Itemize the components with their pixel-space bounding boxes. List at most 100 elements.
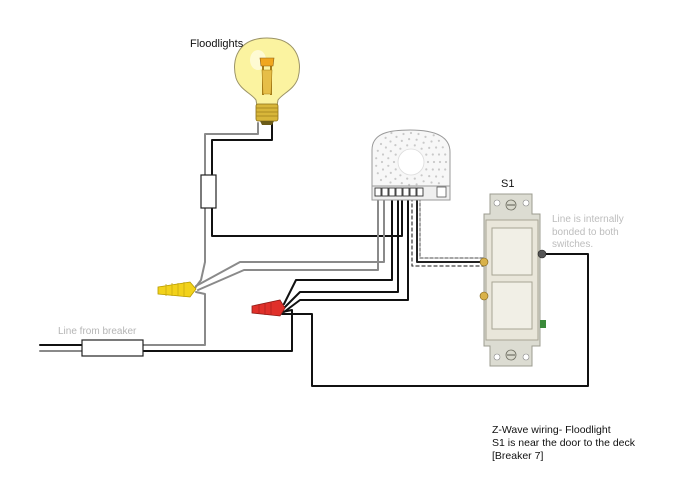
line-from-breaker-label: Line from breaker bbox=[58, 326, 137, 337]
vent-dot bbox=[422, 180, 425, 183]
wire-neutral-yellow-to-module bbox=[195, 197, 385, 287]
light-bulb bbox=[234, 37, 300, 125]
double-switch bbox=[479, 193, 547, 367]
vent-dot bbox=[409, 131, 413, 135]
vent-dot bbox=[387, 157, 390, 160]
wire-red-to-module-1 bbox=[283, 197, 393, 305]
vent-dot bbox=[389, 140, 392, 143]
vent-dot bbox=[431, 168, 434, 171]
wire-module-to-switch-dash bbox=[419, 197, 485, 259]
cable-sheath-bottom bbox=[81, 339, 144, 357]
vent-dot bbox=[425, 168, 428, 171]
vent-dot bbox=[420, 174, 423, 177]
vent-dot bbox=[420, 147, 423, 150]
vent-dot bbox=[422, 141, 425, 144]
wire-red-to-module-3 bbox=[283, 197, 409, 313]
vent-dot bbox=[413, 177, 416, 180]
vent-dot bbox=[394, 168, 397, 171]
wire-neutral-yellow-to-module-2 bbox=[197, 197, 379, 291]
vent-dot bbox=[415, 183, 418, 186]
diagram-notes: Z-Wave wiring- Floodlight S1 is near the… bbox=[492, 424, 635, 463]
red-wire-nut bbox=[251, 299, 286, 317]
vent-dot bbox=[430, 140, 433, 143]
vent-dot bbox=[390, 131, 393, 135]
vent-dot bbox=[444, 168, 447, 171]
vent-dot bbox=[400, 139, 403, 142]
vent-dot bbox=[426, 160, 430, 164]
vent-dot bbox=[435, 175, 438, 178]
vent-dot bbox=[441, 146, 444, 149]
vent-dot bbox=[380, 160, 384, 164]
vent-dot bbox=[413, 144, 416, 147]
wire-light-black-to-module bbox=[211, 197, 403, 237]
cable-sheath-top bbox=[200, 174, 217, 209]
vent-dot bbox=[399, 147, 402, 150]
vent-dot bbox=[381, 168, 385, 171]
vent-dot bbox=[400, 182, 403, 185]
wire-light-gray-to-yellow bbox=[194, 207, 206, 289]
vent-dot bbox=[408, 138, 411, 141]
vent-dot bbox=[437, 168, 441, 171]
vent-dot bbox=[435, 146, 438, 149]
vent-dot bbox=[376, 149, 379, 152]
vent-dot bbox=[394, 144, 397, 147]
note-line: Z-Wave wiring- Floodlight bbox=[492, 424, 611, 436]
yellow-wire-nut bbox=[157, 281, 197, 298]
bonded-note-line: Line is internally bbox=[552, 214, 624, 225]
vent-dot bbox=[406, 144, 409, 147]
wire-red-to-switch-loop bbox=[281, 253, 589, 387]
vent-dot bbox=[384, 175, 387, 178]
vent-dot bbox=[384, 136, 387, 139]
wire-light-black bbox=[211, 122, 273, 176]
wire-breaker-black-right bbox=[142, 309, 293, 352]
floodlights-label: Floodlights bbox=[190, 38, 244, 50]
vent-dot bbox=[432, 160, 436, 164]
vent-dot bbox=[424, 135, 427, 138]
vent-dot bbox=[432, 134, 435, 137]
vent-dot bbox=[375, 157, 378, 160]
wires bbox=[39, 122, 589, 387]
vent-dot bbox=[441, 175, 444, 178]
vent-dot bbox=[431, 153, 434, 156]
vent-dot bbox=[428, 175, 431, 178]
vent-dot bbox=[384, 146, 387, 149]
vent-dot bbox=[438, 160, 442, 164]
bonded-note-line: bonded to both bbox=[552, 226, 619, 238]
vent-dot bbox=[375, 164, 378, 167]
vent-dot bbox=[415, 138, 418, 141]
vent-dot bbox=[437, 139, 440, 142]
vent-dot bbox=[444, 160, 448, 164]
vent-dot bbox=[437, 182, 440, 185]
vent-dot bbox=[387, 164, 390, 167]
wire-red-to-module-2 bbox=[283, 197, 399, 309]
vent-dot bbox=[399, 174, 402, 177]
vent-dot bbox=[376, 172, 379, 175]
wire-module-to-switch bbox=[416, 197, 485, 263]
bonded-note-line: switches. bbox=[552, 239, 594, 250]
vent-dot bbox=[394, 153, 397, 156]
bonded-note: Line is internally bonded to both switch… bbox=[552, 214, 662, 252]
vent-dot bbox=[408, 183, 411, 186]
z-wave-module bbox=[371, 129, 451, 201]
vent-dot bbox=[379, 178, 383, 182]
vent-dot bbox=[394, 177, 397, 180]
module-vent-dots bbox=[375, 131, 448, 186]
switch-s1-label: S1 bbox=[501, 178, 515, 190]
vent-dot bbox=[402, 132, 405, 136]
vent-dot bbox=[417, 132, 420, 136]
vent-dot bbox=[425, 153, 428, 156]
note-line: [Breaker 7] bbox=[492, 450, 544, 462]
vent-dot bbox=[389, 150, 392, 153]
vent-dot bbox=[389, 171, 392, 174]
vent-dot bbox=[428, 146, 431, 149]
vent-dot bbox=[430, 181, 433, 184]
vent-dot bbox=[381, 153, 385, 156]
vent-dot bbox=[444, 153, 447, 156]
vent-dot bbox=[395, 135, 398, 138]
vent-dot bbox=[437, 153, 441, 156]
vent-dot bbox=[392, 160, 396, 164]
wire-breaker-gray-right bbox=[142, 291, 206, 346]
vent-dot bbox=[406, 177, 409, 180]
